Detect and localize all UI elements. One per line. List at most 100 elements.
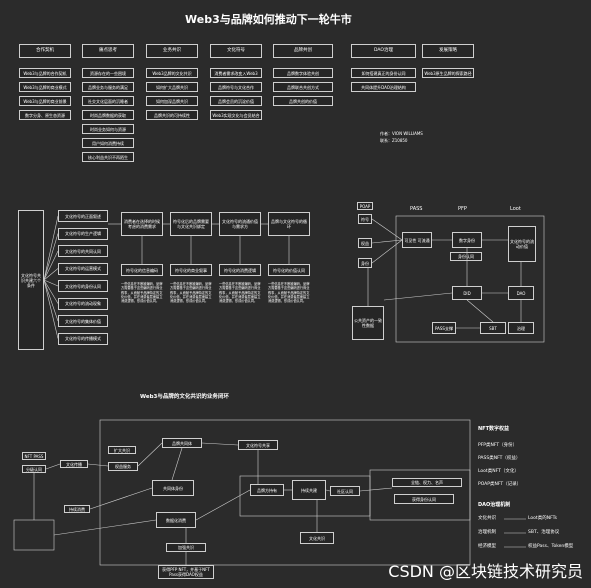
condition-item: 文化符号的身份认同 (58, 280, 108, 292)
author-label: 作者：VION WILLIAMS (380, 131, 423, 136)
root-condition-box: 文化符号共识共建六个条件 (18, 210, 44, 350)
column-item-label: 品牌共识的可持续性 (154, 112, 190, 118)
column-item: 社交文化层面的沉睡者 (82, 96, 134, 106)
condition-item-label: 文化符号的生产逻辑 (65, 231, 101, 236)
token-node-label: 治理 (517, 325, 525, 331)
flow-box-label: 文化符号的流通价值与需求方 (222, 219, 258, 229)
column-item: Web3与品牌的商业前景 (19, 96, 71, 106)
column-item: 品牌数字体验共创 (273, 68, 333, 78)
loop-node: NFT PASS (22, 452, 46, 460)
result-frame (369, 469, 471, 521)
dao-row-right: 权益Pass、Token模型 (528, 544, 574, 549)
column-item-label: 共同体提升DAO治理结构 (361, 84, 406, 90)
loop-node-label: 获得PFP NFT，并基于NFT Pass获得DAO权益 (162, 567, 210, 577)
column-header: 业务共识 (146, 44, 198, 58)
loop-node: 持续共建 (292, 480, 326, 500)
column-header: 痛点思考 (82, 44, 134, 58)
token-column-label: Loot (510, 206, 521, 212)
loop-frame (99, 419, 471, 566)
sub-box-label: 符号化的商业叙事 (175, 267, 207, 273)
flow-box-label: 品牌与文化符号的循环 (271, 219, 307, 229)
loop-node-label: 数据化消费 (166, 517, 186, 523)
column-item-label: Web3与品牌的商业前景 (23, 98, 67, 104)
column-item: 品牌符号与文化合作 (210, 82, 262, 92)
token-node-label: 身份 (361, 260, 369, 266)
column-item: Web3品牌的文化共识 (146, 68, 198, 78)
dao-row-left: 治理机制 (478, 530, 496, 535)
column-item-label: 核心利益共识不再陌生 (88, 154, 128, 160)
column-item-label: 如何搭建真正的身份认同 (361, 70, 406, 76)
loop-node: 文化传播 (60, 460, 88, 468)
column-item-label: 品牌数字体验共创 (287, 70, 319, 76)
sub-box-label: 符号化的消费逻辑 (224, 267, 256, 273)
connector-line (466, 299, 494, 323)
column-item-label: 消费者需求改变入Web3 (214, 70, 258, 76)
column-header-label: 品牌共创 (294, 48, 312, 54)
loop-node: 扩大共识 (108, 446, 136, 454)
token-node: 身份 (358, 258, 372, 268)
loop-node: 全链、权力、名声 (392, 478, 462, 487)
loop-node: 数据化消费 (156, 512, 196, 528)
sub-box: 符号化的商业叙事 (170, 264, 212, 276)
token-node-label: SBT (489, 325, 497, 331)
watermark: CSDN @区块链技术研究员 (388, 562, 583, 581)
nft-item: Loot类NFT（文化） (478, 469, 519, 474)
column-item-label: 如何扩大品牌共识 (156, 84, 188, 90)
connector-line (371, 218, 403, 241)
token-node: 权益 (358, 238, 372, 248)
token-node: 治理 (508, 322, 534, 334)
loop-node-label: 全链、权力、名声 (411, 480, 443, 485)
loop-node-label: 权益服务 (115, 464, 131, 469)
condition-item: 文化符号的生产逻辑 (58, 227, 108, 240)
loop-node: 文化符号共享 (238, 440, 278, 450)
loop-node: 获得身份认同 (394, 494, 454, 504)
token-node: 符号 (358, 214, 372, 224)
column-header: DAO治理 (351, 44, 416, 58)
column-item: 品牌共创的价值 (273, 96, 333, 106)
column-item-label: 资源存在的一些困境 (90, 70, 126, 76)
column-item: 品牌业务与服务的满足 (82, 82, 134, 92)
token-column-label: PFP (458, 206, 467, 212)
column-item-label: Web3原生品牌的探索路径 (424, 70, 472, 76)
column-item: 如何扩大品牌共识 (146, 82, 198, 92)
dao-header: DAO治理机制 (478, 502, 511, 508)
token-node-label: 文化符号的流动价值 (510, 239, 534, 249)
sub-description: 一些信息在不断被编码，品牌方需要基于这些编码进行商业叙事，从而赋予品牌特定的文化… (121, 282, 163, 304)
condition-connector (43, 279, 59, 287)
condition-item-label: 文化符号的流动现象 (65, 301, 101, 306)
loop-node-label: 分级认同 (26, 466, 42, 472)
loop-node: 权益服务 (108, 462, 138, 471)
condition-connector (43, 233, 59, 281)
connector-line (325, 489, 331, 492)
column-item: 共同体提升DAO治理结构 (351, 82, 416, 92)
root-condition-label: 文化符号共识共建六个条件 (21, 272, 41, 288)
condition-connector (43, 250, 59, 281)
connector-line (383, 292, 453, 301)
loop-node: 品牌方持有 (250, 484, 284, 496)
column-item: 数字分身、原生态资源 (19, 110, 71, 120)
loop-node-label: 文化共识 (309, 535, 325, 541)
token-node-label: 权益 (361, 240, 369, 246)
loop-node-label: 加强共识 (178, 545, 194, 550)
loop-node: 共同体身份 (152, 480, 194, 496)
connector-line (53, 519, 157, 536)
condition-item: 文化符号的传播模式 (58, 332, 108, 345)
column-item: Web3与品牌的商业模式 (19, 82, 71, 92)
flow-box: 符号化后的品牌需要与文化共识绑定 (170, 212, 212, 236)
condition-item-label: 文化符号的集体价值 (65, 318, 101, 324)
column-item-label: Web3实现文化与会员结合 (212, 112, 260, 118)
contact-label: 联系：Z10850 (380, 138, 408, 143)
token-node: 数字身份 (452, 232, 482, 248)
token-node-label: 可见性 可流通 (404, 237, 430, 243)
loop-node: 持续消费 (64, 505, 90, 513)
column-item: 品牌联合共创方式 (273, 82, 333, 92)
loop-node: 分级认同 (22, 465, 46, 473)
dao-row-right: Loot类的NFTs (528, 516, 557, 521)
token-node-label: 身份认同 (458, 254, 474, 259)
flow-box: 文化符号的流通价值与需求方 (219, 212, 261, 236)
condition-item: 文化符号的正面叙述 (58, 210, 108, 222)
nft-item: PASS类NFT（权益） (478, 456, 521, 461)
column-item-label: Web3品牌的文化共识 (152, 70, 192, 76)
dao-row-left: 文化共识 (478, 516, 496, 521)
condition-item-label: 文化符号的传播模式 (65, 336, 101, 341)
